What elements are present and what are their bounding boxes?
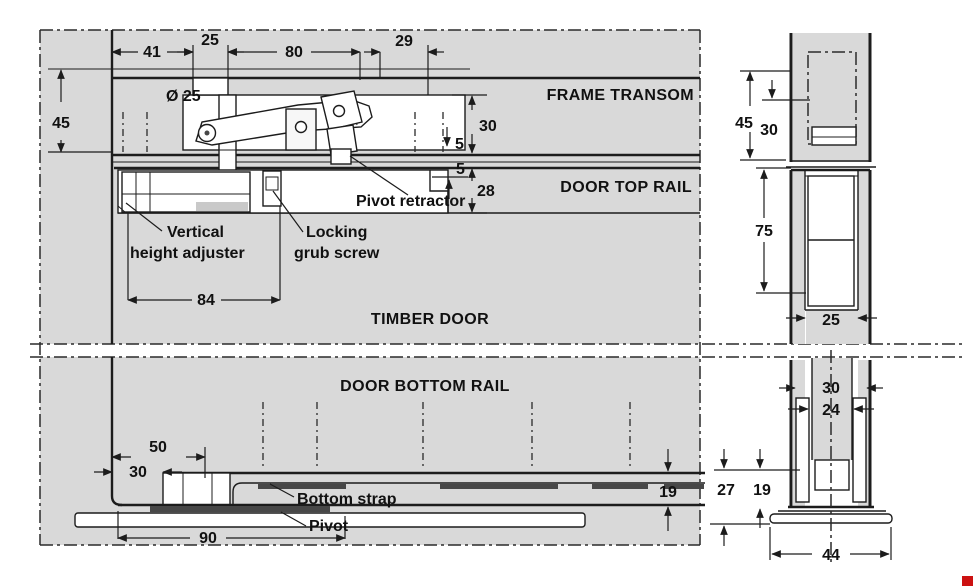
label-vertical-adjuster-2: height adjuster bbox=[130, 245, 245, 262]
label-pivot: Pivot bbox=[309, 518, 349, 535]
dim-25-diameter: Ø 25 bbox=[166, 88, 201, 105]
strap-leg-left bbox=[795, 397, 810, 503]
track-end bbox=[811, 126, 857, 146]
pivot-block bbox=[150, 506, 330, 512]
rail-recess bbox=[117, 169, 449, 214]
dim-84: 84 bbox=[197, 292, 215, 309]
dim-90: 90 bbox=[199, 530, 217, 547]
dim-5-upper: 5 bbox=[455, 136, 464, 153]
side-dim-27: 27 bbox=[717, 482, 735, 499]
floor-pivot-plate bbox=[74, 512, 586, 528]
strap-web bbox=[814, 459, 850, 491]
label-locking-screw-1: Locking bbox=[306, 224, 367, 241]
top-pivot-mechanism bbox=[122, 77, 466, 205]
side-dim-30-rail: 30 bbox=[822, 380, 840, 397]
label-frame-transom: FRAME TRANSOM bbox=[547, 87, 694, 104]
side-dim-25: 25 bbox=[822, 312, 840, 329]
side-dim-45: 45 bbox=[735, 115, 753, 132]
dim-30-bottom: 30 bbox=[129, 464, 147, 481]
side-top-rail: 75 25 bbox=[755, 167, 877, 344]
label-pivot-retractor: Pivot retractor bbox=[356, 193, 465, 210]
adjuster-body bbox=[121, 171, 251, 213]
dim-80: 80 bbox=[285, 44, 303, 61]
screw-position-marks-bottom bbox=[262, 402, 631, 470]
label-bottom-strap: Bottom strap bbox=[297, 491, 397, 508]
side-dim-30-top: 30 bbox=[760, 122, 778, 139]
dim-25-top: 25 bbox=[201, 32, 219, 49]
side-dim-24: 24 bbox=[822, 402, 840, 419]
side-bottom-rail: 30 24 27 19 44 bbox=[710, 350, 893, 566]
label-vertical-adjuster-1: Vertical bbox=[167, 224, 224, 241]
pivot-neck bbox=[192, 77, 229, 96]
dim-50: 50 bbox=[149, 439, 167, 456]
bottom-adjuster-block bbox=[162, 472, 231, 506]
dim-19: 19 bbox=[659, 484, 677, 501]
elevation-view: 41 25 80 29 45 Ø 25 30 5 bbox=[30, 29, 965, 547]
dim-28: 28 bbox=[477, 183, 495, 200]
bottom-strap-outline bbox=[232, 482, 705, 505]
side-section-view: 45 30 75 25 bbox=[710, 33, 893, 566]
side-dim-44: 44 bbox=[822, 547, 840, 564]
label-timber-door: TIMBER DOOR bbox=[371, 311, 489, 328]
dimension-right-stack: 30 5 5 28 bbox=[432, 94, 497, 214]
dimension-45-left: 45 bbox=[48, 69, 112, 153]
dim-5-lower: 5 bbox=[456, 161, 465, 178]
side-frame-head: 45 30 bbox=[735, 33, 876, 168]
grub-screw bbox=[262, 170, 282, 207]
strap-leg-right bbox=[852, 397, 867, 503]
side-dim-19: 19 bbox=[753, 482, 771, 499]
dim-41: 41 bbox=[143, 44, 161, 61]
label-door-bottom-rail: DOOR BOTTOM RAIL bbox=[340, 378, 510, 395]
dim-30-recess: 30 bbox=[479, 118, 497, 135]
plate-hole bbox=[294, 120, 308, 134]
side-dim-75: 75 bbox=[755, 223, 773, 240]
red-corner-mark bbox=[962, 576, 973, 586]
leader-lines bbox=[125, 155, 409, 527]
label-locking-screw-2: grub screw bbox=[294, 245, 380, 262]
retractor-pin bbox=[330, 148, 352, 165]
lock-channel-body bbox=[807, 175, 855, 307]
bottom-pivot-assembly bbox=[74, 402, 705, 528]
dim-45: 45 bbox=[52, 115, 70, 132]
retractor-hole bbox=[332, 104, 346, 118]
dimension-84: 84 bbox=[127, 206, 281, 309]
height-adjuster-assembly bbox=[117, 169, 449, 214]
retractor-foot bbox=[326, 124, 358, 156]
label-door-top-rail: DOOR TOP RAIL bbox=[560, 179, 692, 196]
dim-29: 29 bbox=[395, 33, 413, 50]
dimension-bottom-group: 50 30 90 19 bbox=[94, 439, 677, 547]
screw-position-marks-top bbox=[122, 112, 444, 152]
dimension-top-row: 41 25 80 29 bbox=[111, 32, 444, 95]
